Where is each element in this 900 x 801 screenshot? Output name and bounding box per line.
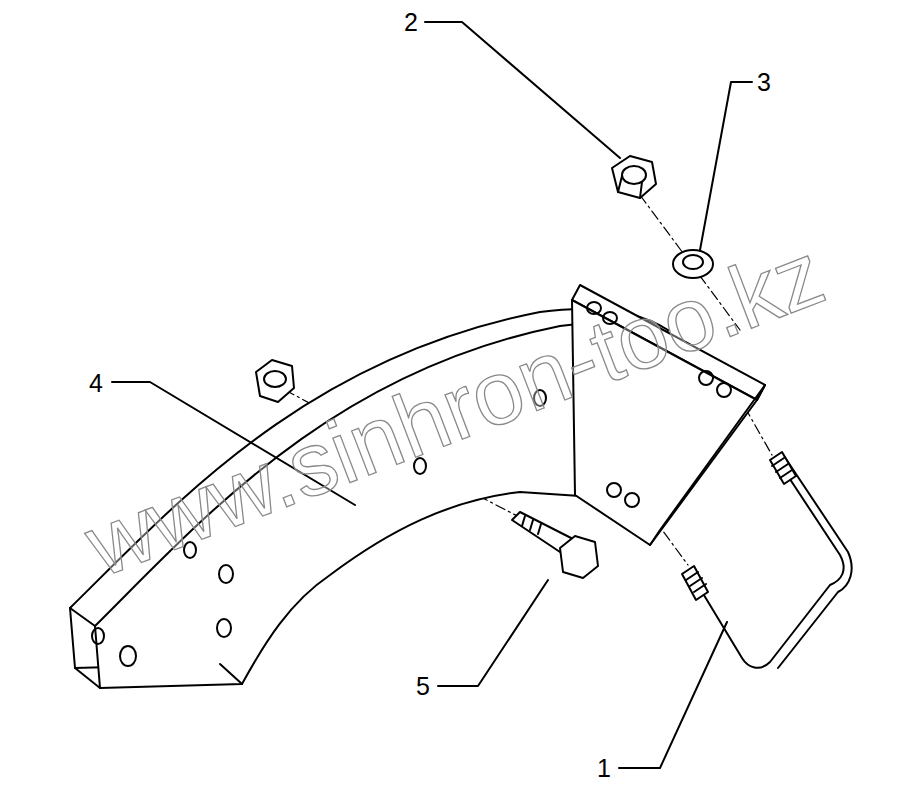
callout-number: 2: [404, 10, 418, 35]
nut: [256, 360, 294, 402]
nut: [612, 156, 656, 198]
callout-number: 1: [597, 756, 611, 781]
callout-number: 4: [89, 371, 103, 396]
watermark: www.sinhron-too.kz: [75, 228, 835, 591]
bolt: [512, 512, 598, 578]
callout-number: 3: [757, 70, 771, 95]
u-bolt: [682, 452, 852, 668]
callout-number: 5: [416, 674, 430, 699]
